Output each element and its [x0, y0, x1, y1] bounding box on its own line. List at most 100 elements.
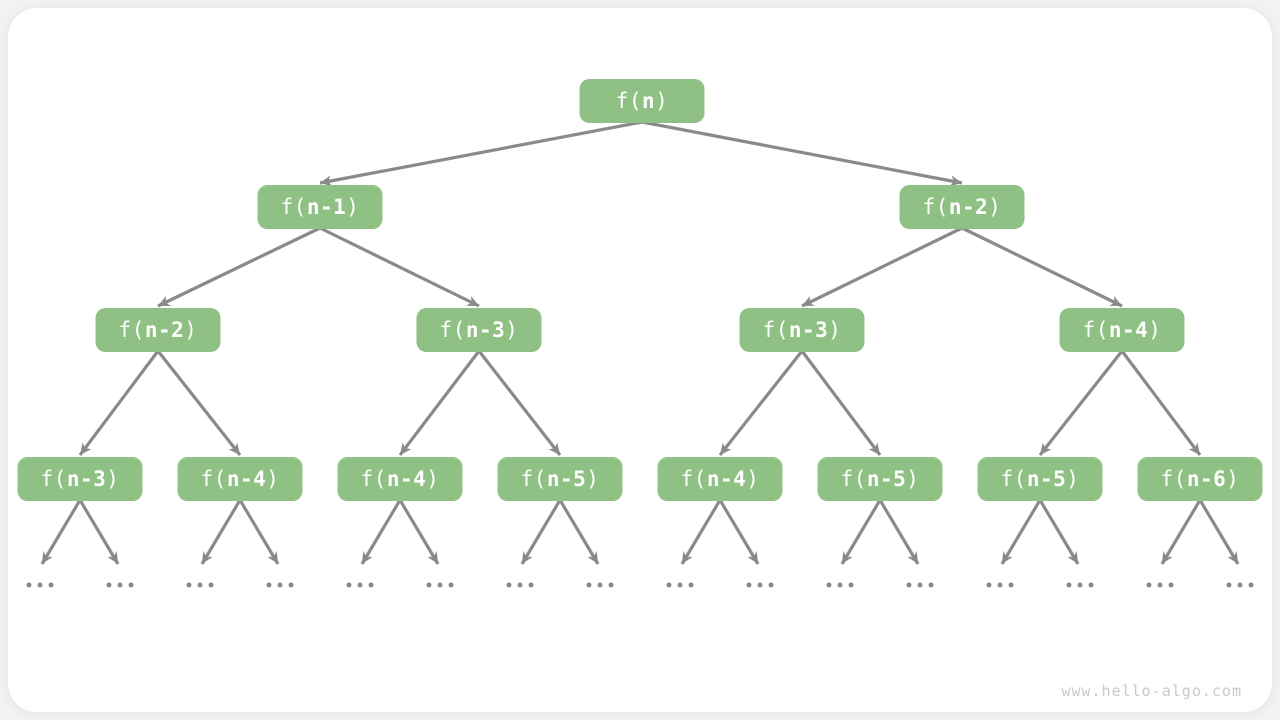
ellipsis [426, 582, 454, 588]
node-label-text: ) [906, 466, 920, 491]
node-label-text: ) [1066, 466, 1080, 491]
node-label-argument: n-6 [1186, 466, 1227, 491]
ellipsis [586, 582, 614, 588]
ellipsis-dot [517, 582, 523, 588]
node-label-argument: n-5 [866, 466, 907, 491]
tree-node-f(n-5): f(n-5) [497, 457, 623, 501]
ellipsis-dot [1237, 582, 1243, 588]
ellipsis-dot [37, 582, 43, 588]
ellipsis [1146, 582, 1174, 588]
ellipsis-dot [448, 582, 454, 588]
ellipsis-dot [208, 582, 214, 588]
ellipsis [666, 582, 694, 588]
node-label-text: f( [680, 466, 707, 491]
ellipsis-dot [1226, 582, 1232, 588]
tree-node-f(n): f(n) [579, 79, 705, 123]
ellipsis-dot [906, 582, 912, 588]
ellipsis-dot [997, 582, 1003, 588]
node-label-text: f( [40, 466, 67, 491]
tree-node-f(n-4): f(n-4) [177, 457, 303, 501]
ellipsis-dot [186, 582, 192, 588]
tree-node-f(n-6): f(n-6) [1137, 457, 1263, 501]
node-label-text: ) [266, 466, 280, 491]
ellipsis-dot [917, 582, 923, 588]
ellipsis-dot [197, 582, 203, 588]
ellipsis-dot [928, 582, 934, 588]
ellipsis-dot [277, 582, 283, 588]
node-label-text: ) [988, 194, 1002, 219]
ellipsis [186, 582, 214, 588]
ellipsis-dot [266, 582, 272, 588]
node-label-text: f( [1000, 466, 1027, 491]
node-label-text: f( [840, 466, 867, 491]
ellipsis-dot [826, 582, 832, 588]
ellipsis-dot [848, 582, 854, 588]
ellipsis [826, 582, 854, 588]
ellipsis-dot [1088, 582, 1094, 588]
node-label-text: f( [520, 466, 547, 491]
ellipsis-dot [608, 582, 614, 588]
ellipsis-dot [1008, 582, 1014, 588]
ellipsis-dot [117, 582, 123, 588]
node-label-argument: n-5 [1026, 466, 1067, 491]
node-label-text: f( [762, 317, 789, 342]
ellipsis-dot [757, 582, 763, 588]
node-label-argument: n-5 [546, 466, 587, 491]
node-label-text: f( [1160, 466, 1187, 491]
tree-node-f(n-3): f(n-3) [17, 457, 143, 501]
node-label-text: f( [280, 194, 307, 219]
ellipsis-dot [106, 582, 112, 588]
ellipsis-dot [426, 582, 432, 588]
ellipsis [106, 582, 134, 588]
tree-node-f(n-3): f(n-3) [416, 308, 542, 352]
watermark: www.hello-algo.com [1061, 682, 1242, 700]
ellipsis-dot [48, 582, 54, 588]
ellipsis [1226, 582, 1254, 588]
ellipsis-dot [1077, 582, 1083, 588]
tree-node-f(n-4): f(n-4) [337, 457, 463, 501]
ellipsis-dot [437, 582, 443, 588]
ellipsis-dot [768, 582, 774, 588]
node-label-text: f( [360, 466, 387, 491]
node-label-argument: n-4 [1108, 317, 1149, 342]
ellipsis [346, 582, 374, 588]
ellipsis-dot [746, 582, 752, 588]
node-label-text: ) [505, 317, 519, 342]
ellipsis-dot [688, 582, 694, 588]
node-label-text: ) [106, 466, 120, 491]
node-label-argument: n-2 [144, 317, 185, 342]
ellipsis-dot [677, 582, 683, 588]
ellipsis [266, 582, 294, 588]
node-label-argument: n-1 [306, 194, 347, 219]
tree-node-f(n-2): f(n-2) [899, 185, 1025, 229]
ellipsis [1066, 582, 1094, 588]
node-label-text: ) [184, 317, 198, 342]
node-label-text: ) [828, 317, 842, 342]
ellipsis-dot [288, 582, 294, 588]
ellipsis-dot [597, 582, 603, 588]
ellipsis [26, 582, 54, 588]
node-label-text: f( [118, 317, 145, 342]
tree-node-f(n-4): f(n-4) [1059, 308, 1185, 352]
node-label-argument: n-4 [386, 466, 427, 491]
ellipsis-dot [1066, 582, 1072, 588]
node-label-text: f( [439, 317, 466, 342]
ellipsis-dot [128, 582, 134, 588]
ellipsis-dot [346, 582, 352, 588]
node-label-text: f( [615, 88, 642, 113]
tree-node-f(n-3): f(n-3) [739, 308, 865, 352]
ellipsis-dot [586, 582, 592, 588]
ellipsis-dot [357, 582, 363, 588]
node-label-argument: n-3 [66, 466, 107, 491]
ellipsis-dot [528, 582, 534, 588]
node-label-argument: n-4 [706, 466, 747, 491]
ellipsis [506, 582, 534, 588]
ellipsis-dot [506, 582, 512, 588]
node-label-text: ) [586, 466, 600, 491]
node-label-text: ) [746, 466, 760, 491]
node-label-text: ) [655, 88, 669, 113]
tree-node-f(n-4): f(n-4) [657, 457, 783, 501]
node-label-text: f( [200, 466, 227, 491]
tree-node-f(n-1): f(n-1) [257, 185, 383, 229]
